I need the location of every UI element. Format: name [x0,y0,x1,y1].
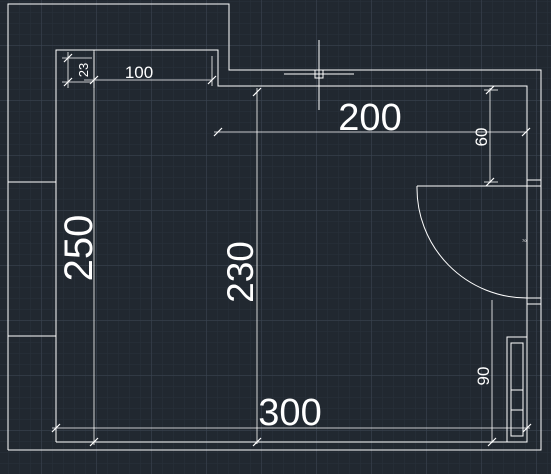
crosshair-cursor-icon [284,40,354,110]
dim-label-100: 100 [125,63,153,82]
dim-90-lines[interactable] [487,300,497,447]
dim-300-lines[interactable] [51,423,532,433]
dim-label-23: 23 [76,63,91,77]
dim-200-lines[interactable] [213,127,531,137]
door-swing[interactable] [416,185,528,299]
dim-label-230: 230 [220,241,261,303]
bottom-right-fixture[interactable] [506,336,528,443]
dim-label-200: 200 [338,97,401,139]
left-window[interactable] [8,181,56,337]
dim-23-lines[interactable] [62,52,92,88]
dim-label-90: 90 [474,367,493,386]
dim-label-60: 60 [472,128,491,147]
dim-label-250: 250 [57,215,101,282]
dim-230-lines[interactable] [252,87,262,447]
right-door-opening[interactable] [526,179,542,305]
outer-wall-outline[interactable] [7,3,542,451]
inner-wall-outline[interactable] [55,49,528,443]
dim-label-300: 300 [258,392,321,434]
door-tag-label: 70 [522,238,527,243]
dim-250-lines[interactable] [86,50,102,447]
dim-60-lines[interactable] [484,85,498,187]
